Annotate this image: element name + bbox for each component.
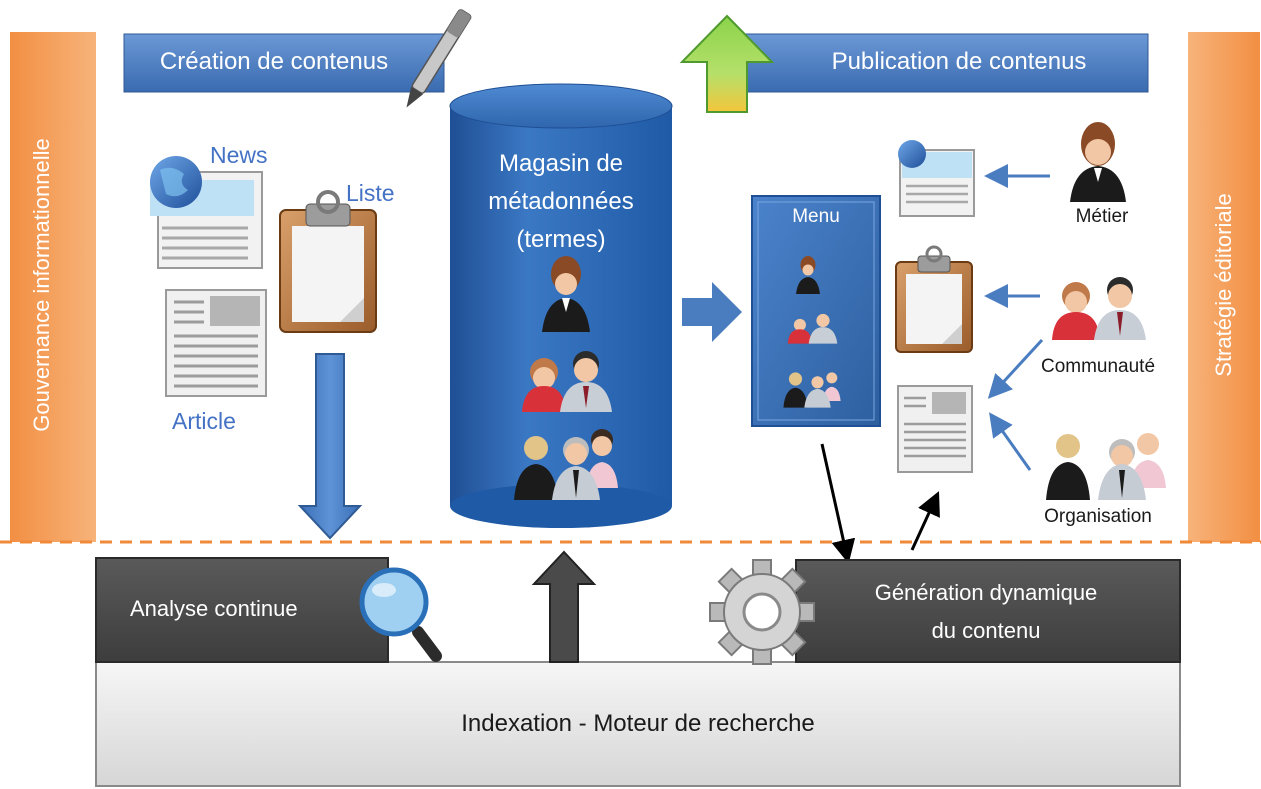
editorial-strategy-label: Stratégie éditoriale — [1211, 193, 1236, 377]
metier-label: Métier — [1075, 206, 1129, 227]
creation-down-arrow — [297, 353, 363, 540]
clipboard-icon — [279, 190, 377, 333]
organisation-group-icon — [1046, 433, 1166, 500]
magnifier-icon — [359, 567, 442, 662]
governance-bar — [10, 32, 96, 542]
couple-icon — [522, 351, 612, 412]
generation-label-line2: du contenu — [931, 618, 1041, 643]
generation-label-line1: Génération dynamique — [874, 580, 1098, 605]
arrow-generation-to-article — [910, 491, 940, 551]
pen-icon — [406, 9, 472, 108]
generation-box — [795, 559, 1181, 663]
creation-banner-label: Création de contenus — [159, 48, 389, 75]
person-icon — [542, 256, 590, 332]
organisation-label: Organisation — [1044, 506, 1152, 527]
store-title-line1: Magasin de — [498, 150, 624, 177]
communaute-couple-icon — [1052, 277, 1146, 340]
store-title-line2: métadonnées — [488, 188, 634, 215]
group-icon — [514, 429, 618, 500]
governance-label: Gouvernance informationnelle — [29, 138, 54, 432]
menu-person-icon — [796, 256, 820, 294]
index-up-arrow — [531, 550, 597, 663]
liste-label: Liste — [346, 180, 395, 206]
indexation-bar — [95, 661, 1181, 787]
indexation-label: Indexation - Moteur de recherche — [461, 710, 815, 737]
gear-icon — [709, 559, 815, 665]
analyse-box — [95, 557, 389, 663]
communaute-label: Communauté — [1040, 356, 1156, 377]
menu-group-icon — [783, 372, 841, 408]
small-news-icon — [898, 140, 975, 217]
article-icon — [165, 289, 267, 397]
metadata-store-cylinder — [449, 83, 673, 528]
metier-person-icon — [1070, 122, 1126, 202]
small-article-icon — [897, 385, 973, 473]
small-clipboard-icon — [895, 245, 973, 353]
arrow-communaute-article — [987, 338, 1044, 399]
menu-title: Menu — [792, 206, 840, 227]
publish-up-arrow-icon — [679, 14, 775, 113]
editorial-strategy-bar — [1188, 32, 1260, 542]
news-label: News — [210, 142, 268, 168]
analyse-label: Analyse continue — [130, 596, 298, 621]
flow-arrow-to-menu — [682, 282, 742, 342]
arrow-menu-to-generation — [820, 443, 856, 564]
publication-banner-label: Publication de contenus — [831, 48, 1087, 75]
menu-couple-icon — [787, 313, 838, 344]
article-label: Article — [172, 408, 236, 434]
news-icon — [150, 156, 263, 269]
creation-banner — [123, 33, 445, 93]
arrow-organisation — [989, 412, 1032, 471]
store-title-line3: (termes) — [516, 226, 606, 253]
